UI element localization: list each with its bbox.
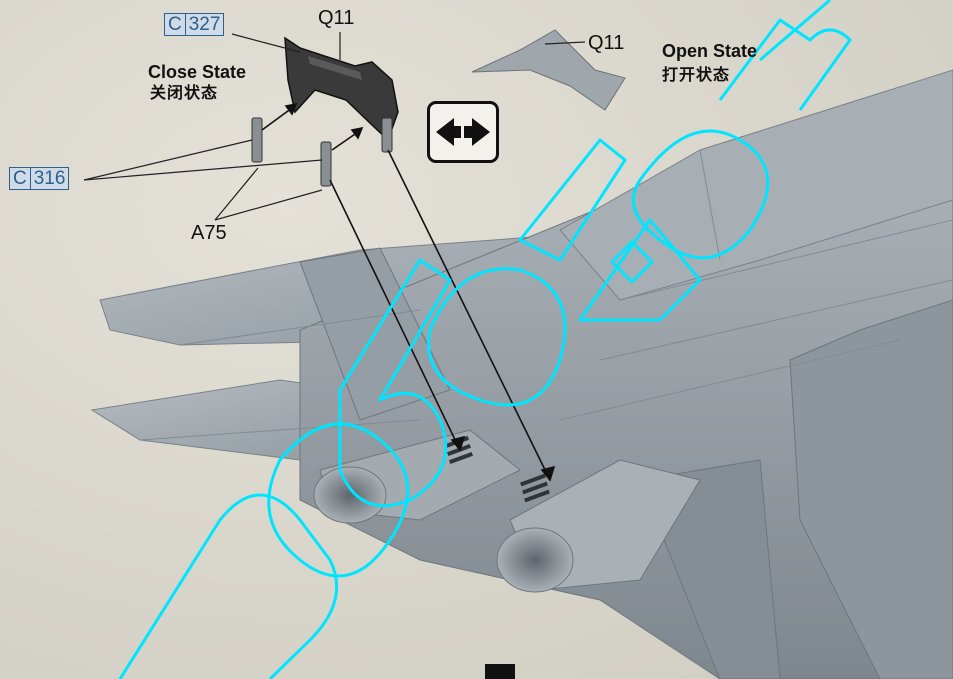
part-number: 327 <box>188 14 221 35</box>
part-prefix: C <box>165 14 186 35</box>
open-state-cn-label: 打开状态 <box>662 67 731 84</box>
close-state-label: Close State <box>148 62 247 82</box>
alternate-position-symbol <box>427 101 499 163</box>
assembly-arrows <box>261 102 556 482</box>
part-pins <box>251 117 393 187</box>
part-label-q11-open: Q11 <box>588 32 625 54</box>
part-label-c327: C 327 <box>164 13 225 36</box>
vertical-tail-right <box>789 299 953 679</box>
part-q11-open <box>471 29 626 111</box>
open-state-label: Open State <box>662 41 758 61</box>
leader-lines <box>83 32 586 221</box>
panel-lines <box>139 149 953 441</box>
part-label-q11-top: Q11 <box>318 7 355 29</box>
nozzle-right <box>496 527 574 593</box>
nozzle-left <box>313 466 387 524</box>
vent-right <box>520 473 550 503</box>
part-label-c316: C 316 <box>9 167 70 190</box>
step-marker <box>485 664 515 679</box>
watermark-outline <box>118 0 852 679</box>
close-state-cn-label: 关闭状态 <box>150 85 219 102</box>
part-prefix: C <box>10 168 31 189</box>
part-number: 316 <box>33 168 66 189</box>
part-q11-ribs <box>308 56 362 80</box>
part-label-a75: A75 <box>191 222 227 244</box>
double-arrow-icon <box>436 118 490 146</box>
